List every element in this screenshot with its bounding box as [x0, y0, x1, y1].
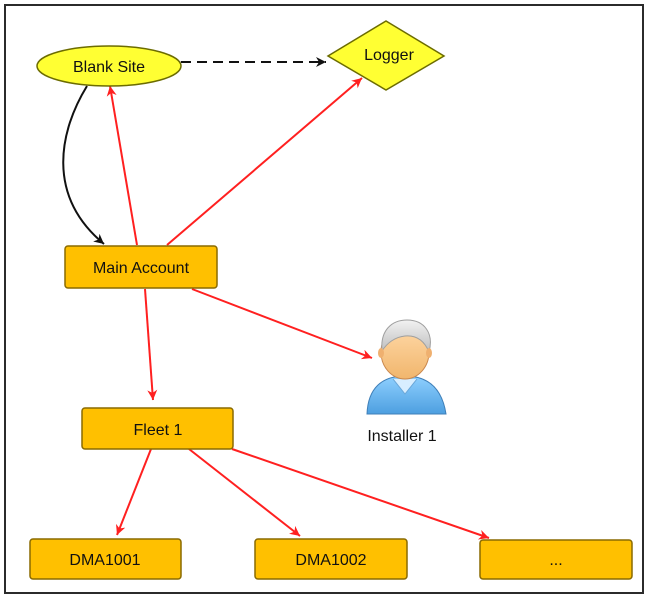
edge-fleet-1-more	[231, 448, 490, 540]
node-installer-1[interactable]: Installer 1	[366, 319, 447, 445]
node-logger-label: Logger	[364, 47, 414, 64]
diagram-frame	[4, 4, 644, 594]
node-more[interactable]: ...	[479, 539, 633, 580]
node-main-account-label: Main Account	[93, 260, 190, 277]
nodes: Blank Site Logger Main Account Fleet 1 D…	[29, 20, 633, 580]
edge-main-account-logger	[166, 77, 363, 246]
node-dma1002[interactable]: DMA1002	[254, 538, 408, 580]
node-dma1001[interactable]: DMA1001	[29, 538, 182, 580]
edge-fleet-1-dma1001	[116, 448, 152, 536]
node-installer-1-label: Installer 1	[367, 428, 436, 445]
node-fleet-1[interactable]: Fleet 1	[81, 407, 234, 450]
edges	[62, 57, 490, 540]
user-icon	[366, 319, 447, 415]
node-dma1001-label: DMA1001	[69, 552, 140, 569]
node-more-label: ...	[549, 552, 562, 569]
node-fleet-1-label: Fleet 1	[134, 422, 183, 439]
node-logger[interactable]: Logger	[326, 20, 446, 91]
node-dma1002-label: DMA1002	[295, 552, 366, 569]
edge-fleet-1-dma1002	[188, 448, 301, 537]
node-blank-site-label: Blank Site	[73, 59, 145, 76]
edge-blank-site-main-account	[62, 85, 105, 245]
edge-main-account-blank-site	[106, 85, 138, 246]
node-blank-site[interactable]: Blank Site	[36, 45, 182, 87]
edge-main-account-fleet-1	[144, 288, 158, 401]
node-main-account[interactable]: Main Account	[64, 245, 218, 289]
edge-main-account-installer	[191, 288, 373, 360]
